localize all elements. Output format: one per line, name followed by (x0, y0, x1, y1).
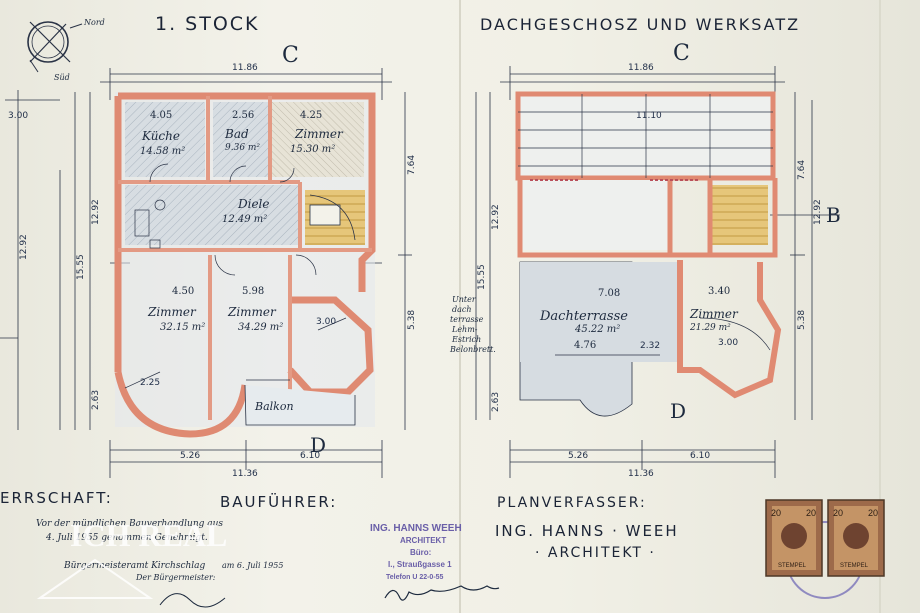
f1-room-zimmer1-name: Zimmer (294, 127, 344, 141)
section-d-right: D (670, 399, 686, 423)
attic-dim-left-1: 12.92 (491, 204, 501, 230)
svg-text:Estrich: Estrich (451, 335, 481, 344)
svg-text:terrasse: terrasse (450, 315, 484, 324)
svg-text:ICH REAL: ICH REAL (70, 517, 227, 553)
owner-note-2: 4. Juli 1955 genommen Genehmigt. (45, 533, 208, 543)
f1-room-zimmer1-width: 4.25 (300, 110, 322, 121)
attic-dim-top-inner: 11.10 (636, 111, 662, 121)
attic-zimmer-width: 3.40 (708, 286, 730, 297)
attic-terrace-area: 45.22 m² (574, 324, 620, 335)
f1-room-zimmer3-area: 34.29 m² (238, 322, 283, 333)
svg-text:Telefon U 22-0-55: Telefon U 22-0-55 (386, 574, 444, 581)
floor1-plan (0, 68, 412, 478)
svg-text:Lehm-: Lehm- (451, 325, 478, 334)
f1-dim-bottom-total: 11.36 (232, 469, 258, 479)
f1-dim-left-1: 12.92 (91, 199, 101, 225)
svg-text:ARCHITEKT: ARCHITEKT (400, 536, 446, 545)
f1-room-zimmer2-name: Zimmer (147, 305, 197, 319)
section-c-right: C (673, 41, 690, 66)
f1-dim-diag-2: 3.00 (316, 317, 336, 327)
f1-room-zimmer2-width: 4.50 (172, 286, 194, 297)
attic-terrace-width: 7.08 (598, 288, 620, 299)
attic-terrace-name: Dachterrasse (539, 309, 628, 324)
svg-text:20: 20 (833, 508, 843, 518)
planner-name: ING. HANNS · WEEH (495, 522, 679, 540)
section-d-left: D (310, 433, 326, 457)
compass-south: Süd (54, 73, 70, 82)
f1-room-bath-area: 9.36 m² (225, 143, 260, 153)
compass-rose (27, 21, 83, 73)
svg-text:20: 20 (868, 508, 878, 518)
attic-dim-bottom-total: 11.36 (628, 469, 654, 479)
f1-balcony-label: Balkon (254, 400, 294, 413)
f1-room-bath-name: Bad (224, 127, 249, 141)
attic-dim-left-2: 15.55 (477, 264, 487, 290)
f1-room-zimmer2-area: 32.15 m² (160, 322, 205, 333)
f1-room-zimmer1-area: 15.30 m² (290, 144, 335, 155)
attic-plan (475, 66, 840, 478)
attic-title: DACHGESCHOSZ UND WERKSATZ (480, 15, 800, 34)
svg-text:STEMPEL: STEMPEL (840, 563, 869, 569)
planner-label: PLANVERFASSER: (497, 495, 647, 511)
svg-text:STEMPEL: STEMPEL (778, 563, 807, 569)
svg-text:Belonbrett.: Belonbrett. (449, 345, 496, 354)
attic-terrace-sub: 4.76 (574, 340, 596, 351)
svg-text:ING. HANNS WEEH: ING. HANNS WEEH (370, 523, 462, 534)
mayor-label: Der Bürgermeister: (135, 573, 216, 582)
attic-zimmer-name: Zimmer (689, 307, 739, 321)
svg-text:Unter: Unter (452, 295, 477, 304)
builder-label: BAUFÜHRER: (220, 492, 337, 511)
attic-dim-mid-1: 2.32 (640, 341, 660, 351)
f1-dim-bottom-2: 6.10 (300, 451, 320, 461)
f1-dim-right-2: 5.38 (407, 310, 417, 330)
compass-north: Nord (83, 18, 105, 27)
f1-room-kitchen-width: 4.05 (150, 110, 172, 121)
owner-note-1: Vor der mündlichen Bauverhandlung aus (36, 519, 223, 529)
attic-dim-bottom-1: 5.26 (568, 451, 588, 461)
f1-room-diele-name: Diele (237, 197, 270, 211)
watermark-logo: ICH REAL (36, 517, 227, 599)
attic-dim-right-1: 7.64 (797, 160, 807, 180)
mayor-signature (159, 593, 226, 608)
f1-room-kitchen-name: Küche (141, 129, 180, 143)
f1-room-bath-width: 2.56 (232, 110, 254, 121)
svg-text:Büro:: Büro: (410, 548, 431, 557)
f1-dim-left-far: 3.00 (8, 111, 28, 121)
svg-text:dach: dach (452, 305, 472, 314)
authority: Bürgermeisteramt Kirchschlag (63, 561, 206, 571)
f1-dim-left-far-2: 12.92 (19, 234, 29, 260)
attic-dim-top-total: 11.86 (628, 63, 654, 73)
svg-text:I., Straußgasse 1: I., Straußgasse 1 (388, 560, 452, 569)
svg-text:20: 20 (771, 508, 781, 518)
authority-date: am 6. Juli 1955 (222, 561, 283, 570)
attic-dim-right-2: 5.38 (797, 310, 807, 330)
attic-dim-right-3: 12.92 (813, 199, 823, 225)
attic-zimmer-area: 21.29 m² (689, 323, 731, 333)
attic-dim-bottom-2: 6.10 (690, 451, 710, 461)
attic-dim-diag: 3.00 (718, 338, 738, 348)
f1-room-zimmer3-name: Zimmer (227, 305, 277, 319)
section-c-left: C (282, 43, 299, 68)
f1-dim-diag-1: 2.25 (140, 378, 160, 388)
revenue-stamps: 20 20 20 20 STEMPEL STEMPEL (765, 499, 885, 599)
f1-room-zimmer3-width: 5.98 (242, 286, 264, 297)
f1-dim-left-3: 2.63 (91, 390, 101, 410)
f1-dim-bottom-1: 5.26 (180, 451, 200, 461)
attic-dim-left-3: 2.63 (491, 392, 501, 412)
svg-text:20: 20 (806, 508, 816, 518)
owner-label: ERRSCHAFT: (0, 489, 113, 507)
f1-dim-top-total: 11.86 (232, 63, 258, 73)
f1-dim-right-1: 7.64 (407, 155, 417, 175)
f1-dim-left-2: 15.55 (76, 254, 86, 280)
architect-stamp: ING. HANNS WEEH ARCHITEKT Büro: I., Stra… (370, 523, 462, 581)
architect-signature (384, 585, 500, 601)
floor1-title: 1. STOCK (155, 13, 260, 35)
f1-room-kitchen-area: 14.58 m² (140, 146, 185, 157)
attic-side-note: Unter dach terrasse Lehm- Estrich Belonb… (449, 295, 496, 354)
f1-room-diele-area: 12.49 m² (222, 214, 267, 225)
planner-title: · ARCHITEKT · (535, 545, 656, 561)
